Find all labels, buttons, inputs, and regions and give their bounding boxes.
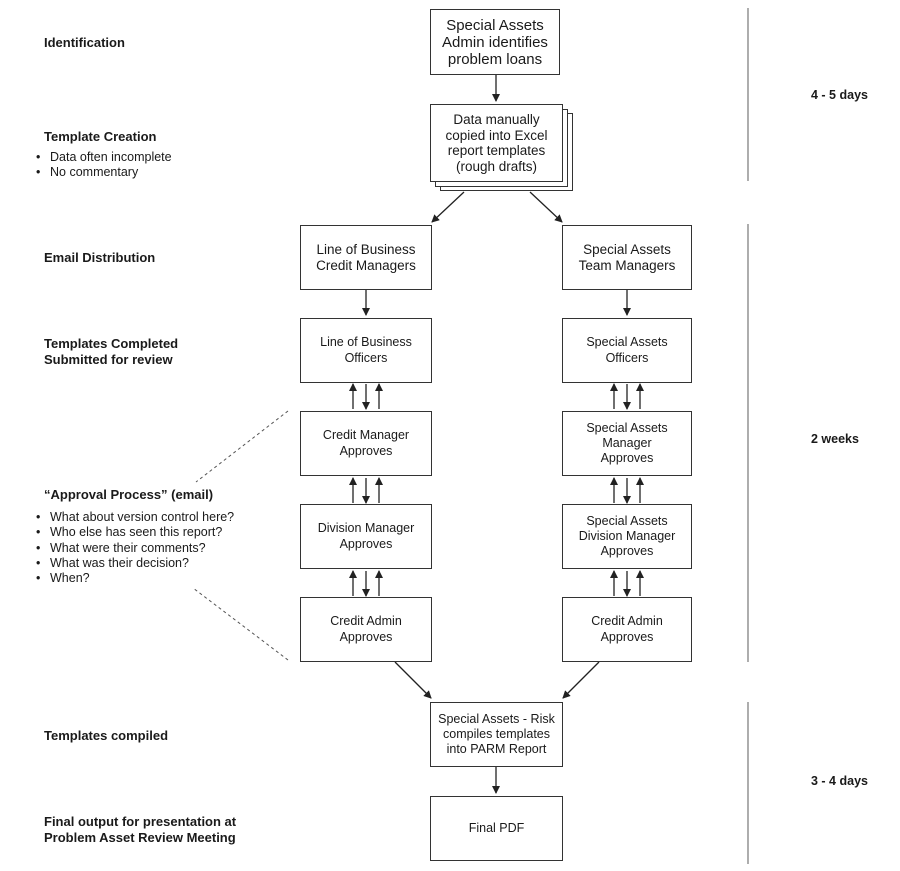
duration-phase2: 2 weeks	[811, 432, 859, 446]
box-data-copied: Data manually copied into Excel report t…	[430, 104, 563, 182]
box-text: Final PDF	[468, 820, 525, 835]
box-special-assets-admin: Special Assets Admin identifies problem …	[430, 9, 560, 75]
stage-email-distribution: Email Distribution	[44, 250, 156, 265]
stage-approval-process: “Approval Process” (email)	[44, 487, 214, 502]
box-sa-manager-approves: Special Assets Manager Approves	[562, 411, 692, 476]
stage-identification: Identification	[44, 35, 125, 50]
box-division-manager-approves: Division Manager Approves	[300, 504, 432, 569]
box-text: Division Manager Approves	[317, 521, 415, 551]
box-lob-officers: Line of Business Officers	[300, 318, 432, 383]
box-text: Credit Admin Approves	[591, 614, 663, 644]
stage-templates-compiled: Templates compiled	[44, 728, 169, 743]
right-triple-arrows-2	[610, 477, 644, 504]
box-text: Line of Business Officers	[320, 335, 412, 365]
box-text: Special Assets Division Manager Approves	[578, 513, 676, 559]
arrow-left-admin-to-compile	[394, 661, 432, 699]
box-text: Special Assets Admin identifies problem …	[442, 16, 548, 68]
box-text: Special Assets Team Managers	[578, 242, 676, 273]
box-text: Special Assets - Risk compiles templates…	[438, 711, 555, 757]
stage-final-output: Final output for presentation at Problem…	[44, 814, 237, 845]
bullet-item: What were their comments?	[36, 541, 234, 557]
box-text: Line of Business Credit Managers	[316, 242, 416, 273]
box-text: Credit Manager Approves	[322, 428, 410, 458]
box-sa-team-managers: Special Assets Team Managers	[562, 225, 692, 290]
left-triple-arrows-2	[349, 477, 383, 504]
callout-line-lower	[192, 587, 289, 661]
box-final-pdf: Final PDF	[430, 796, 563, 861]
bullet-item: Data often incomplete	[36, 150, 172, 166]
box-sa-division-manager-approves: Special Assets Division Manager Approves	[562, 504, 692, 569]
bullet-item: No commentary	[36, 165, 172, 181]
stage-templates-completed: Templates Completed Submitted for review	[44, 336, 179, 367]
template-creation-bullets: Data often incomplete No commentary	[26, 150, 172, 181]
box-text: Data manually copied into Excel report t…	[445, 112, 548, 174]
box-credit-admin-right: Credit Admin Approves	[562, 597, 692, 662]
right-triple-arrows-1	[610, 383, 644, 410]
right-triple-arrows-3	[610, 570, 644, 597]
approval-process-bullets: What about version control here? Who els…	[26, 510, 234, 587]
left-triple-arrows-3	[349, 570, 383, 597]
box-sa-officers: Special Assets Officers	[562, 318, 692, 383]
box-credit-manager-approves: Credit Manager Approves	[300, 411, 432, 476]
arrow-data-to-sa-managers	[529, 191, 563, 223]
arrow-right-admin-to-compile	[562, 661, 600, 699]
box-lob-credit-managers: Line of Business Credit Managers	[300, 225, 432, 290]
callout-line-upper	[195, 410, 289, 483]
bullet-item: Who else has seen this report?	[36, 525, 234, 541]
arrow-data-to-lob-managers	[431, 191, 465, 223]
box-text: Special Assets Officers	[586, 335, 668, 365]
box-credit-admin-left: Credit Admin Approves	[300, 597, 432, 662]
box-text: Credit Admin Approves	[330, 614, 402, 644]
box-sa-risk-compiles: Special Assets - Risk compiles templates…	[430, 702, 563, 767]
duration-phase1: 4 - 5 days	[811, 88, 868, 102]
stage-template-creation: Template Creation	[44, 129, 157, 144]
bullet-item: What about version control here?	[36, 510, 234, 526]
box-text: Special Assets Manager Approves	[586, 420, 668, 466]
duration-phase3: 3 - 4 days	[811, 774, 868, 788]
bullet-item: What was their decision?	[36, 556, 234, 572]
bullet-item: When?	[36, 571, 234, 587]
left-triple-arrows-1	[349, 383, 383, 410]
